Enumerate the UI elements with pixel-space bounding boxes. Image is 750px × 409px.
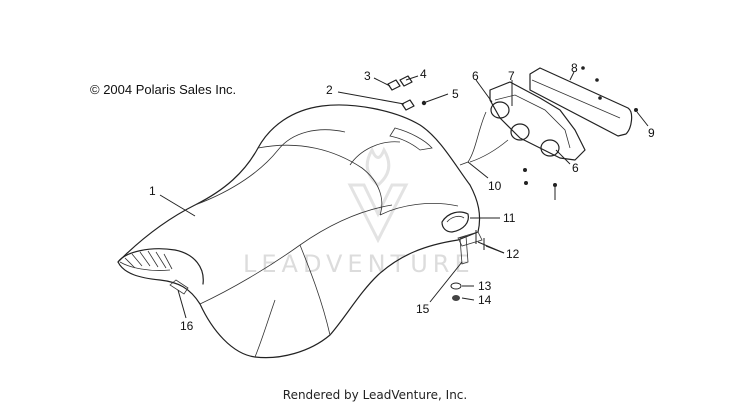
- callout-15: 15: [416, 302, 430, 316]
- watermark-text: LEADVENTURE: [243, 250, 475, 278]
- callout-13: 13: [478, 279, 492, 293]
- callout-1: 1: [149, 184, 156, 198]
- callout-14: 14: [478, 293, 492, 307]
- seat-assembly: [117, 104, 483, 359]
- callout-4: 4: [420, 67, 427, 81]
- render-credit-footer: Rendered by LeadVenture, Inc.: [282, 388, 468, 402]
- copyright-text: © 2004 Polaris Sales Inc.: [90, 82, 237, 97]
- callout-5: 5: [452, 87, 459, 101]
- callout-9: 9: [648, 126, 655, 140]
- callout-2: 2: [326, 83, 333, 97]
- callout-3: 3: [364, 69, 371, 83]
- callout-6-bottom: 6: [572, 161, 579, 175]
- taillight-assembly: [459, 81, 586, 166]
- callout-11: 11: [503, 211, 516, 225]
- watermark: LEADVENTURE: [243, 146, 475, 278]
- leader-lines: [159, 71, 649, 319]
- callout-labels: 1 2 3 4 5 6 7 8 9 6 10 11 12 13 14 15 16: [149, 61, 655, 333]
- callout-7: 7: [508, 69, 515, 83]
- callout-16: 16: [180, 319, 194, 333]
- callout-12: 12: [506, 247, 520, 261]
- callout-10: 10: [488, 179, 502, 193]
- callout-6-top: 6: [472, 69, 479, 83]
- lens-part: [529, 67, 633, 137]
- callout-8: 8: [571, 61, 578, 75]
- hardware-parts: [387, 66, 638, 301]
